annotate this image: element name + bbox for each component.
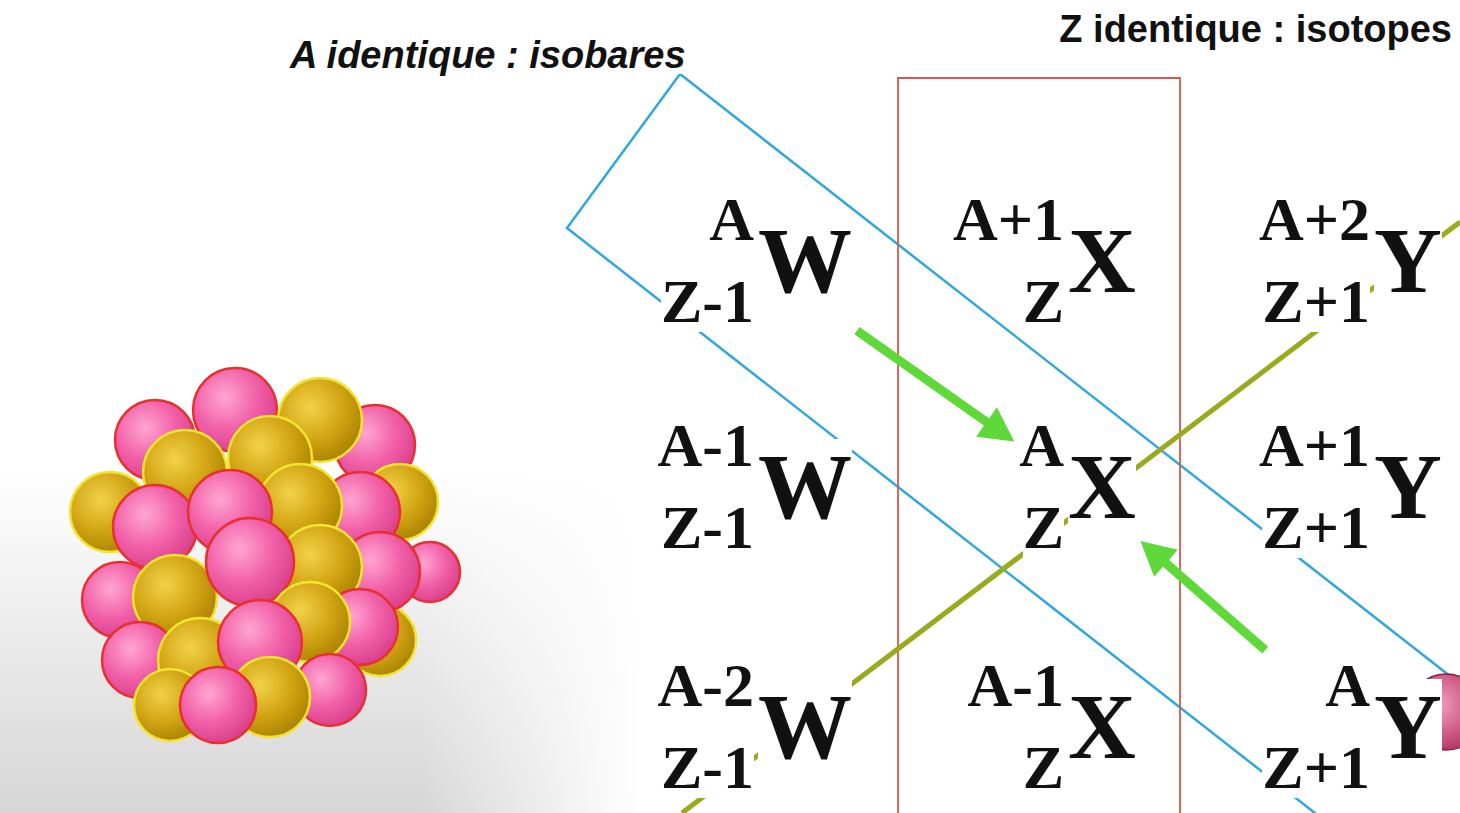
nuclide-symbol: AZX: [1019, 414, 1136, 558]
atomic-number: Z: [1023, 736, 1064, 798]
mass-number: A: [709, 188, 754, 250]
nuclide-symbol: A+2Z+1Y: [1259, 188, 1442, 332]
proton: [206, 518, 294, 606]
atomic-number: Z+1: [1262, 736, 1370, 798]
nuclide-symbol: A+1ZX: [953, 188, 1136, 332]
nuclide-symbol: A+1Z+1Y: [1259, 414, 1442, 558]
atomic-number: Z: [1023, 270, 1064, 332]
atomic-number: Z-1: [661, 496, 754, 558]
mass-number: A-2: [658, 654, 754, 716]
number-column: A-2Z-1: [658, 654, 754, 798]
atomic-number: Z+1: [1262, 496, 1370, 558]
number-column: AZ: [1019, 414, 1064, 558]
number-column: A-1Z: [968, 654, 1064, 798]
arrow-head: [976, 407, 1014, 441]
element-symbol: Y: [1374, 439, 1442, 533]
isobar-frame: [567, 74, 1460, 813]
number-column: A Z-1: [661, 188, 754, 332]
arrow-head: [1140, 541, 1177, 577]
element-symbol: W: [758, 679, 852, 773]
heading-label: Z identique : isotopes: [1059, 10, 1452, 48]
proton: [180, 667, 256, 743]
number-column: A+1Z+1: [1259, 414, 1370, 558]
nuclide-symbol: A-1ZX: [968, 654, 1136, 798]
isotone-line: [682, 222, 1460, 813]
number-column: A+1Z: [953, 188, 1064, 332]
mass-number: A: [1325, 654, 1370, 716]
mass-number: A-1: [968, 654, 1064, 716]
nuclide-symbol: A Z+1Y: [1262, 654, 1442, 798]
heading-label: A identique : isobares: [290, 36, 686, 74]
background-fade: [420, 470, 640, 813]
green-arrow: [1140, 541, 1265, 650]
element-symbol: W: [758, 439, 852, 533]
mass-number: A-1: [658, 414, 754, 476]
nuclide-symbol: A-2Z-1W: [658, 654, 852, 798]
isotope-frame: [898, 78, 1180, 813]
arrow-shaft: [1165, 562, 1266, 650]
element-symbol: W: [758, 213, 852, 307]
mass-number: A+1: [1259, 414, 1370, 476]
nuclide-symbol: A Z-1W: [661, 188, 852, 332]
number-column: A-1Z-1: [658, 414, 754, 558]
atomic-number: Z: [1023, 496, 1064, 558]
element-symbol: X: [1068, 439, 1136, 533]
mass-number: A: [1019, 414, 1064, 476]
element-symbol: Y: [1374, 679, 1442, 773]
arrow-shaft: [857, 331, 988, 423]
mass-number: A+1: [953, 188, 1064, 250]
number-column: A+2Z+1: [1259, 188, 1370, 332]
atomic-number: Z-1: [661, 736, 754, 798]
element-symbol: X: [1068, 679, 1136, 773]
atomic-number: Z-1: [661, 270, 754, 332]
element-symbol: X: [1068, 213, 1136, 307]
nuclide-symbol: A-1Z-1W: [658, 414, 852, 558]
number-column: A Z+1: [1262, 654, 1370, 798]
nucleus-illustration: [70, 368, 460, 743]
green-arrow: [857, 331, 1014, 442]
element-symbol: Y: [1374, 213, 1442, 307]
mass-number: A+2: [1259, 188, 1370, 250]
atomic-number: Z+1: [1262, 270, 1370, 332]
